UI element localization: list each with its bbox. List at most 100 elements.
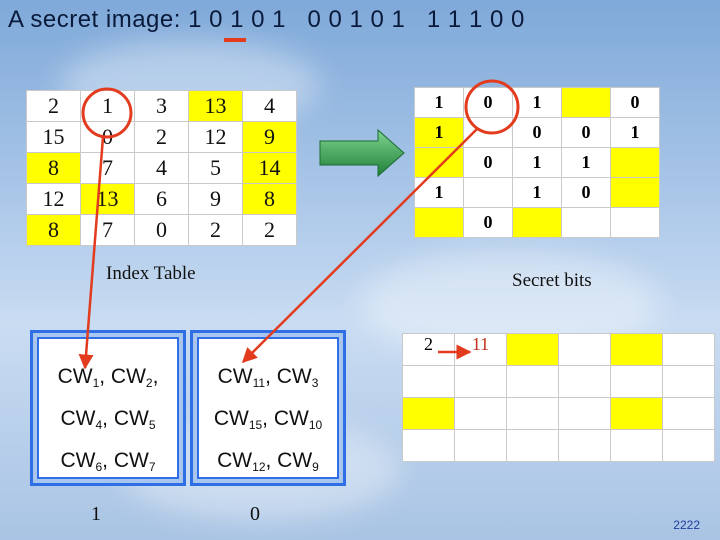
- codeword-label: , CW: [102, 449, 149, 472]
- index-table-cell: 2: [188, 214, 243, 246]
- codeword-grid-cell: [402, 397, 455, 430]
- secret-bits-cell: [610, 147, 660, 178]
- codeword-index: 12: [252, 460, 266, 474]
- codeword-index: 3: [311, 376, 319, 390]
- codeword-line: CW15, CW10: [193, 401, 343, 443]
- codeword-index: 1: [92, 376, 100, 390]
- codeword-label: CW: [57, 365, 93, 388]
- codeword-index: 6: [95, 460, 103, 474]
- codeword-line: CW6, CW7: [33, 443, 183, 485]
- codeword-grid-row: [402, 365, 715, 398]
- index-table-cell: 13: [188, 90, 243, 122]
- codeword-index: 5: [148, 418, 156, 432]
- codeword-label: CW: [213, 407, 249, 430]
- codeword-grid-cell: [662, 429, 715, 462]
- secret-bits-cell: 1: [512, 177, 562, 208]
- index-table-cell: 8: [26, 214, 81, 246]
- codeword-grid-row: [402, 429, 715, 462]
- codeword-grid-cell: [610, 365, 663, 398]
- index-table-cell: 7: [80, 152, 135, 184]
- codeword-index: 9: [312, 460, 319, 474]
- codeword-grid-cell: [558, 429, 611, 462]
- codeword-label: CW: [60, 449, 96, 472]
- title-underline-mark: [224, 38, 246, 42]
- secret-bits-cell: [610, 177, 660, 208]
- codeword-grid-cell: 11: [454, 333, 507, 366]
- codeword-label: CW: [217, 365, 253, 388]
- secret-bits-cell: [610, 207, 660, 238]
- codeword-grid-cell: [506, 397, 559, 430]
- codeword-line: CW4, CW5: [33, 401, 183, 443]
- codeword-index: 15: [248, 418, 263, 432]
- codeword-index: 2: [145, 376, 153, 390]
- codeword-grid-row: [402, 397, 715, 430]
- codeword-label: , CW: [265, 449, 313, 472]
- index-table-cell: 8: [242, 183, 297, 215]
- index-table-cell: 2: [242, 214, 297, 246]
- secret-bits-cell: 1: [414, 117, 464, 148]
- codeword-bit-1: 1: [91, 503, 101, 525]
- codeword-grid-cell: [610, 397, 663, 430]
- codeword-label: , CW: [99, 365, 146, 388]
- secret-bits-cell: 0: [561, 117, 611, 148]
- codeword-line: CW11, CW3: [193, 359, 343, 401]
- index-table-cell: 12: [26, 183, 81, 215]
- secret-bits-row: 0: [414, 207, 660, 238]
- codeword-label: , CW: [265, 365, 312, 388]
- red-arrow-to-codeword-1: [78, 136, 105, 370]
- codeword-index: 4: [95, 418, 103, 432]
- codeword-grid-cell: [402, 429, 455, 462]
- index-table-cell: 0: [134, 214, 189, 246]
- index-table-cell: 7: [80, 214, 135, 246]
- codeword-label: , CW: [102, 407, 149, 430]
- codeword-grid-cell: [610, 333, 663, 366]
- codeword-grid-cell: [454, 429, 507, 462]
- codeword-grid-cell: [662, 333, 715, 366]
- secret-bits-caption: Secret bits: [512, 270, 592, 291]
- codeword-label: CW: [60, 407, 96, 430]
- index-table-caption: Index Table: [106, 263, 196, 284]
- codeword-grid-cell: [558, 397, 611, 430]
- page-number: 2222: [673, 518, 700, 532]
- index-table-cell: 9: [242, 121, 297, 153]
- index-table-cell: 3: [134, 90, 189, 122]
- secret-bits-cell: [414, 207, 464, 238]
- red-circle-secret: [464, 79, 520, 135]
- codeword-grid-cell: [506, 333, 559, 366]
- codeword-grid-cell: [506, 429, 559, 462]
- codeword-bit-2: 0: [250, 503, 260, 525]
- codeword-label: CW: [217, 449, 253, 472]
- index-table-cell: 14: [242, 152, 297, 184]
- red-circle-index: [81, 87, 133, 139]
- secret-bits-cell: 0: [610, 87, 660, 118]
- codeword-label: ,: [152, 365, 159, 388]
- index-table-cell: 8: [26, 152, 81, 184]
- codeword-label: , CW: [262, 407, 309, 430]
- index-table-cell: 4: [242, 90, 297, 122]
- secret-bits-cell: [512, 207, 562, 238]
- index-table-cell: 15: [26, 121, 81, 153]
- codeword-index: 11: [252, 376, 266, 390]
- secret-bits-cell: 0: [463, 147, 513, 178]
- codeword-index: 7: [148, 460, 156, 474]
- codeword-index: 10: [308, 418, 323, 432]
- green-right-arrow: [319, 128, 405, 178]
- index-table-cell: 4: [134, 152, 189, 184]
- red-arrow-to-codeword-2: [241, 127, 479, 364]
- secret-bits-cell: [561, 207, 611, 238]
- secret-bits-cell: 0: [463, 207, 513, 238]
- slide-title: A secret image: 1 0 1 0 1 0 0 1 0 1 1 1 …: [8, 6, 525, 33]
- codeword-line: CW12, CW9: [193, 443, 343, 485]
- codeword-line: CW1, CW2,: [33, 359, 183, 401]
